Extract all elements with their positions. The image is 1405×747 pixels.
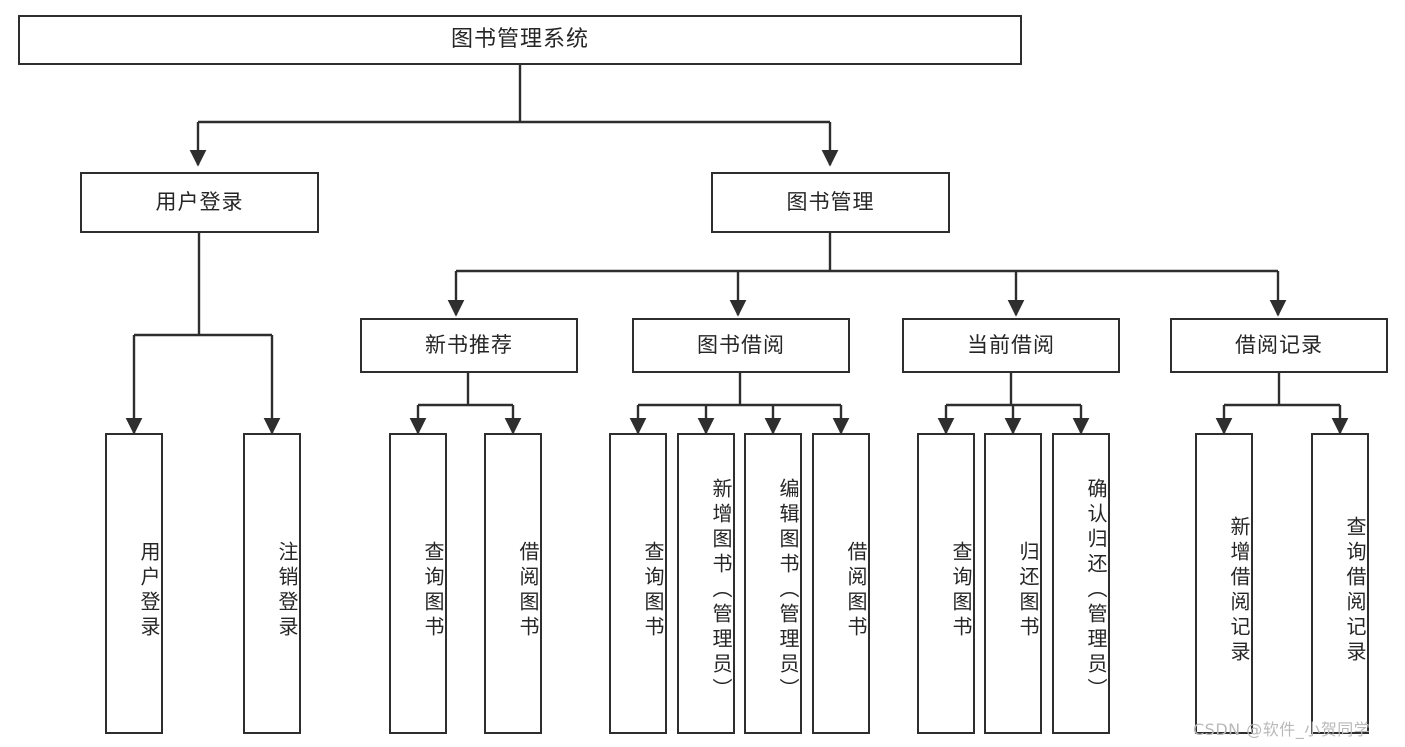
leaf-return-book[interactable]: 归还图书 bbox=[984, 433, 1042, 734]
leaf-confirm-return[interactable]: 确认归还（管理员） bbox=[1052, 433, 1110, 734]
leaf-add-record[interactable]: 新增借阅记录 bbox=[1195, 433, 1253, 734]
node-new-book-recommend[interactable]: 新书推荐 bbox=[360, 318, 578, 373]
leaf-edit-book[interactable]: 编辑图书（管理员） bbox=[744, 433, 802, 734]
leaf-logout[interactable]: 注销登录 bbox=[243, 433, 301, 734]
node-current-borrow-label: 当前借阅 bbox=[967, 332, 1055, 357]
leaf-query-book-3[interactable]: 查询图书 bbox=[917, 433, 975, 734]
node-borrow-record-label: 借阅记录 bbox=[1235, 332, 1323, 357]
leaf-query-record[interactable]: 查询借阅记录 bbox=[1311, 433, 1369, 734]
leaf-borrow-book-2[interactable]: 借阅图书 bbox=[812, 433, 870, 734]
leaf-query-book-2-label: 查询图书 bbox=[641, 540, 665, 641]
leaf-user-login-label: 用户登录 bbox=[137, 540, 161, 641]
leaf-query-book-2[interactable]: 查询图书 bbox=[609, 433, 667, 734]
node-book-management-label: 图书管理 bbox=[786, 189, 875, 214]
leaf-add-book-label: 新增图书（管理员） bbox=[709, 478, 733, 703]
leaf-add-record-label: 新增借阅记录 bbox=[1227, 515, 1251, 666]
node-user-login[interactable]: 用户登录 bbox=[80, 172, 319, 233]
leaf-add-book[interactable]: 新增图书（管理员） bbox=[677, 433, 735, 734]
leaf-user-login[interactable]: 用户登录 bbox=[105, 433, 163, 734]
node-root-label: 图书管理系统 bbox=[450, 26, 589, 52]
leaf-query-book-1-label: 查询图书 bbox=[421, 540, 445, 641]
leaf-borrow-book-1-label: 借阅图书 bbox=[516, 540, 540, 641]
leaf-confirm-return-label: 确认归还（管理员） bbox=[1084, 478, 1108, 703]
leaf-edit-book-label: 编辑图书（管理员） bbox=[776, 478, 800, 703]
leaf-borrow-book-2-label: 借阅图书 bbox=[844, 540, 868, 641]
leaf-query-record-label: 查询借阅记录 bbox=[1343, 515, 1367, 666]
leaf-return-book-label: 归还图书 bbox=[1016, 540, 1040, 641]
node-root[interactable]: 图书管理系统 bbox=[18, 15, 1022, 65]
node-book-borrow[interactable]: 图书借阅 bbox=[632, 318, 850, 373]
node-new-book-recommend-label: 新书推荐 bbox=[425, 332, 513, 357]
leaf-borrow-book-1[interactable]: 借阅图书 bbox=[484, 433, 542, 734]
node-book-management[interactable]: 图书管理 bbox=[711, 172, 950, 233]
node-current-borrow[interactable]: 当前借阅 bbox=[902, 318, 1120, 373]
leaf-query-book-3-label: 查询图书 bbox=[949, 540, 973, 641]
node-user-login-label: 用户登录 bbox=[155, 189, 244, 214]
csdn-watermark: CSDN @软件_小贺同学 bbox=[1193, 720, 1371, 739]
leaf-query-book-1[interactable]: 查询图书 bbox=[389, 433, 447, 734]
leaf-logout-label: 注销登录 bbox=[275, 540, 299, 641]
node-book-borrow-label: 图书借阅 bbox=[697, 332, 785, 357]
node-borrow-record[interactable]: 借阅记录 bbox=[1170, 318, 1388, 373]
